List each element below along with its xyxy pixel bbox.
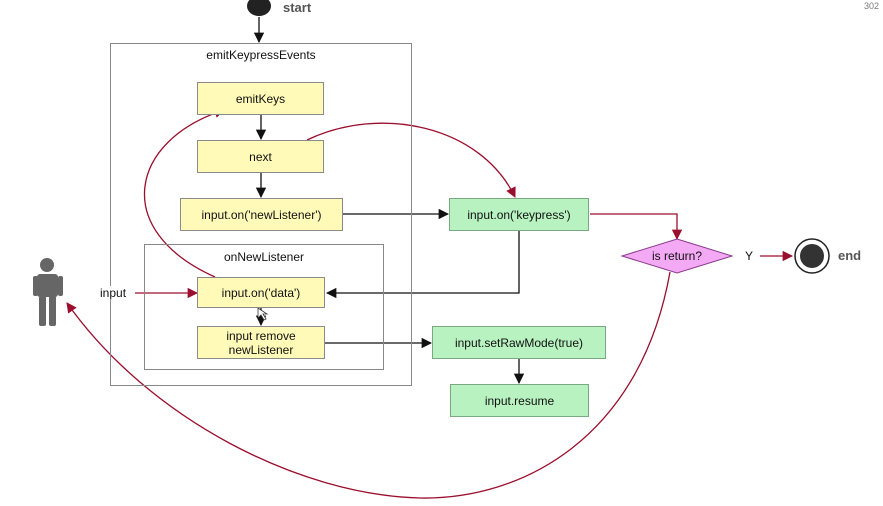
yes-label: Y — [745, 249, 754, 263]
decision-diamond — [620, 238, 734, 274]
cursor-icon — [257, 307, 269, 321]
input-on-data-box: input.on('data') — [197, 277, 325, 308]
is-return-label: is return? — [651, 249, 703, 263]
start-node — [247, 0, 271, 16]
person-icon — [33, 258, 63, 326]
next-box: next — [197, 140, 324, 173]
input-remove-newlistener-box: input remove newListener — [197, 326, 325, 359]
page-number: 302 — [863, 1, 879, 11]
arrow-next-to-keypress — [306, 122, 516, 198]
arrow-decision-back-to-person — [66, 271, 671, 499]
set-raw-mode-box: input.setRawMode(true) — [432, 326, 606, 359]
on-new-listener-title: onNewListener — [223, 250, 305, 264]
arrow-keypress-to-decision — [590, 213, 683, 241]
end-label: end — [838, 248, 862, 263]
arrow-data-loop-to-emitkeys — [143, 107, 225, 278]
input-resume-box: input.resume — [450, 384, 589, 417]
on-new-listener-frame — [144, 244, 384, 370]
input-on-newlistener-box: input.on('newListener') — [180, 198, 343, 231]
emit-keypress-events-frame — [110, 43, 412, 386]
emit-keypress-events-title: emitKeypressEvents — [206, 48, 316, 62]
input-on-keypress-box: input.on('keypress') — [449, 198, 589, 231]
arrow-keypress-to-data — [325, 231, 520, 299]
emit-keys-box: emitKeys — [197, 82, 324, 115]
end-node-inner — [800, 244, 824, 268]
input-label: input — [98, 286, 129, 300]
start-label: start — [283, 0, 312, 15]
